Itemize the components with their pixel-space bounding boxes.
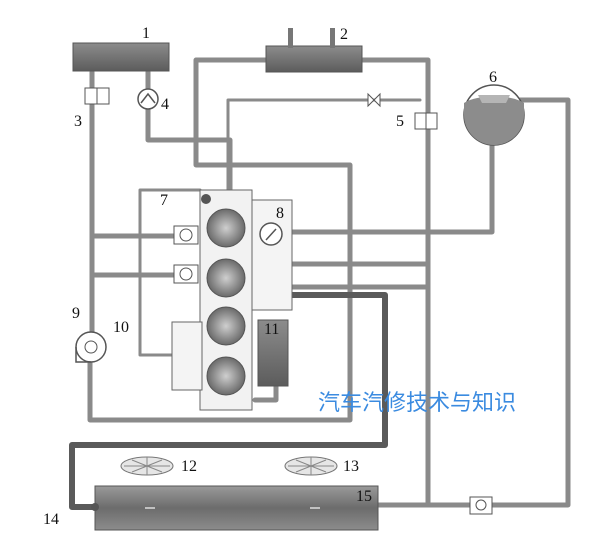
component-2-heater [265,45,363,73]
return-check-valve [469,496,493,515]
label-14: 14 [43,511,59,528]
drain-plug-14 [91,503,99,511]
component-2-pipe-right [330,28,335,48]
label-1: 1 [142,25,150,42]
label-6: 6 [489,69,497,86]
fan-13-icon [284,456,338,476]
label-3: 3 [74,113,82,130]
label-10: 10 [113,319,129,336]
label-5: 5 [396,113,404,130]
label-15: 15 [356,488,372,505]
label-7: 7 [160,192,168,209]
engine-head [251,199,293,311]
label-11: 11 [264,321,279,338]
expansion-tank-6 [463,84,525,146]
sensor-7 [201,194,211,204]
label-9: 9 [72,305,80,322]
valve-5-butterfly [367,92,381,108]
label-2: 2 [340,26,348,43]
label-13: 13 [343,458,359,475]
cylinders [206,208,246,396]
watermark-text: 汽车汽修技术与知识 [318,391,516,416]
engine-check-valve-lower [173,264,199,284]
label-8: 8 [276,205,284,222]
oil-cooler-11 [257,319,289,387]
radiator-15 [94,485,379,531]
fan-12-icon [120,456,174,476]
check-valve-4-icon [137,88,159,110]
label-4: 4 [161,96,169,113]
label-12: 12 [181,458,197,475]
component-2-pipe-left [288,28,293,48]
engine-check-valve-upper [173,225,199,245]
component-1-box [72,42,170,72]
gearbox-housing [171,321,203,391]
pump-9-icon [75,331,107,363]
hot-coolant-line [69,292,388,510]
coolant-pipes [87,57,571,508]
